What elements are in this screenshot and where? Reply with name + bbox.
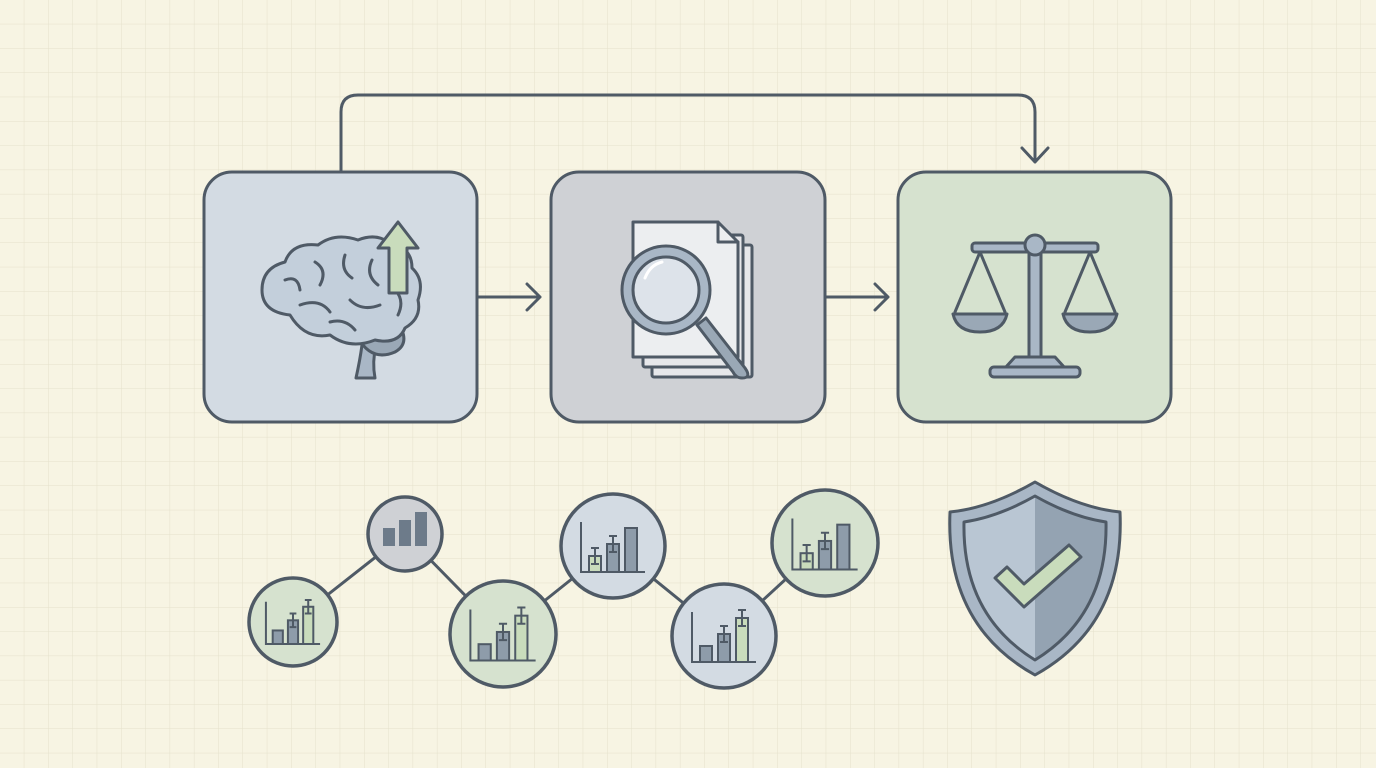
bar-chart-error-bars-icon xyxy=(691,609,756,663)
bar-chart-icon xyxy=(383,512,427,546)
chart-node xyxy=(770,488,880,598)
chart-node xyxy=(559,492,667,600)
document-search-icon xyxy=(620,220,754,380)
bar-chart-error-bars-icon xyxy=(791,518,858,571)
bar-chart-error-bars-icon xyxy=(469,606,536,662)
chart-node xyxy=(247,576,339,668)
chart-node xyxy=(448,579,558,689)
chart-node xyxy=(366,495,444,573)
stage-box-brain xyxy=(202,170,479,424)
feedback-arrow xyxy=(339,93,1050,174)
brain-growth-icon xyxy=(260,220,422,380)
stage-box-scale xyxy=(896,170,1173,424)
balance-scale-icon xyxy=(951,233,1119,379)
chart-node xyxy=(670,582,778,690)
bar-chart-error-bars-icon xyxy=(580,522,645,573)
shield-check-icon xyxy=(948,480,1122,677)
flow-arrow-2 xyxy=(824,282,890,312)
flow-arrow-1 xyxy=(476,282,542,312)
bar-chart-error-bars-icon xyxy=(264,599,321,646)
stage-box-search xyxy=(549,170,827,424)
